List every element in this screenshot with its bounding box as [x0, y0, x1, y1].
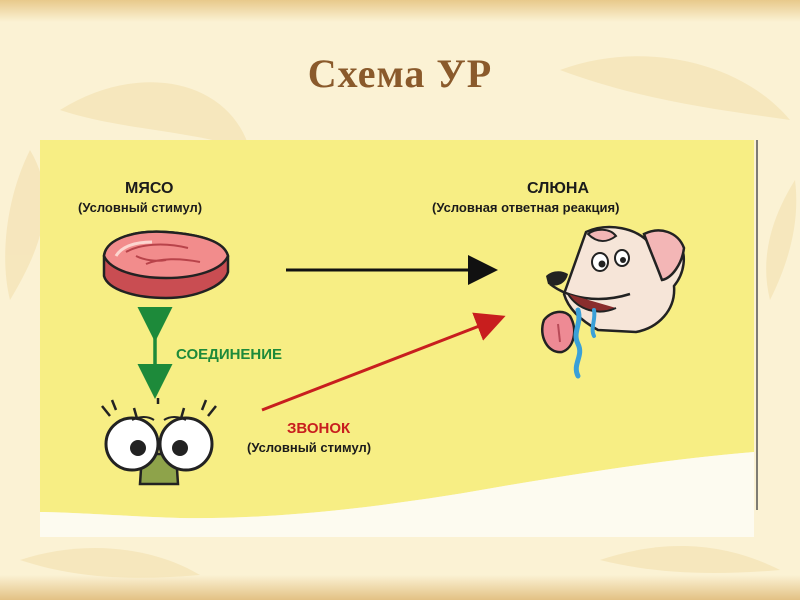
bell-icon	[101, 398, 217, 486]
meat-label: МЯСО	[125, 180, 174, 197]
meat-icon	[102, 230, 230, 300]
saliva-sublabel: (Условная ответная реакция)	[432, 200, 620, 215]
meat-sublabel: (Условный стимул)	[78, 200, 203, 215]
bell-label: ЗВОНОК	[287, 420, 351, 437]
slide-title: Схема УР	[307, 51, 493, 96]
bell-sublabel: (Условный стимул)	[247, 440, 372, 455]
dog-icon	[541, 225, 686, 379]
saliva-label: СЛЮНА	[527, 180, 589, 197]
connection-label: СОЕДИНЕНИЕ	[176, 346, 283, 363]
